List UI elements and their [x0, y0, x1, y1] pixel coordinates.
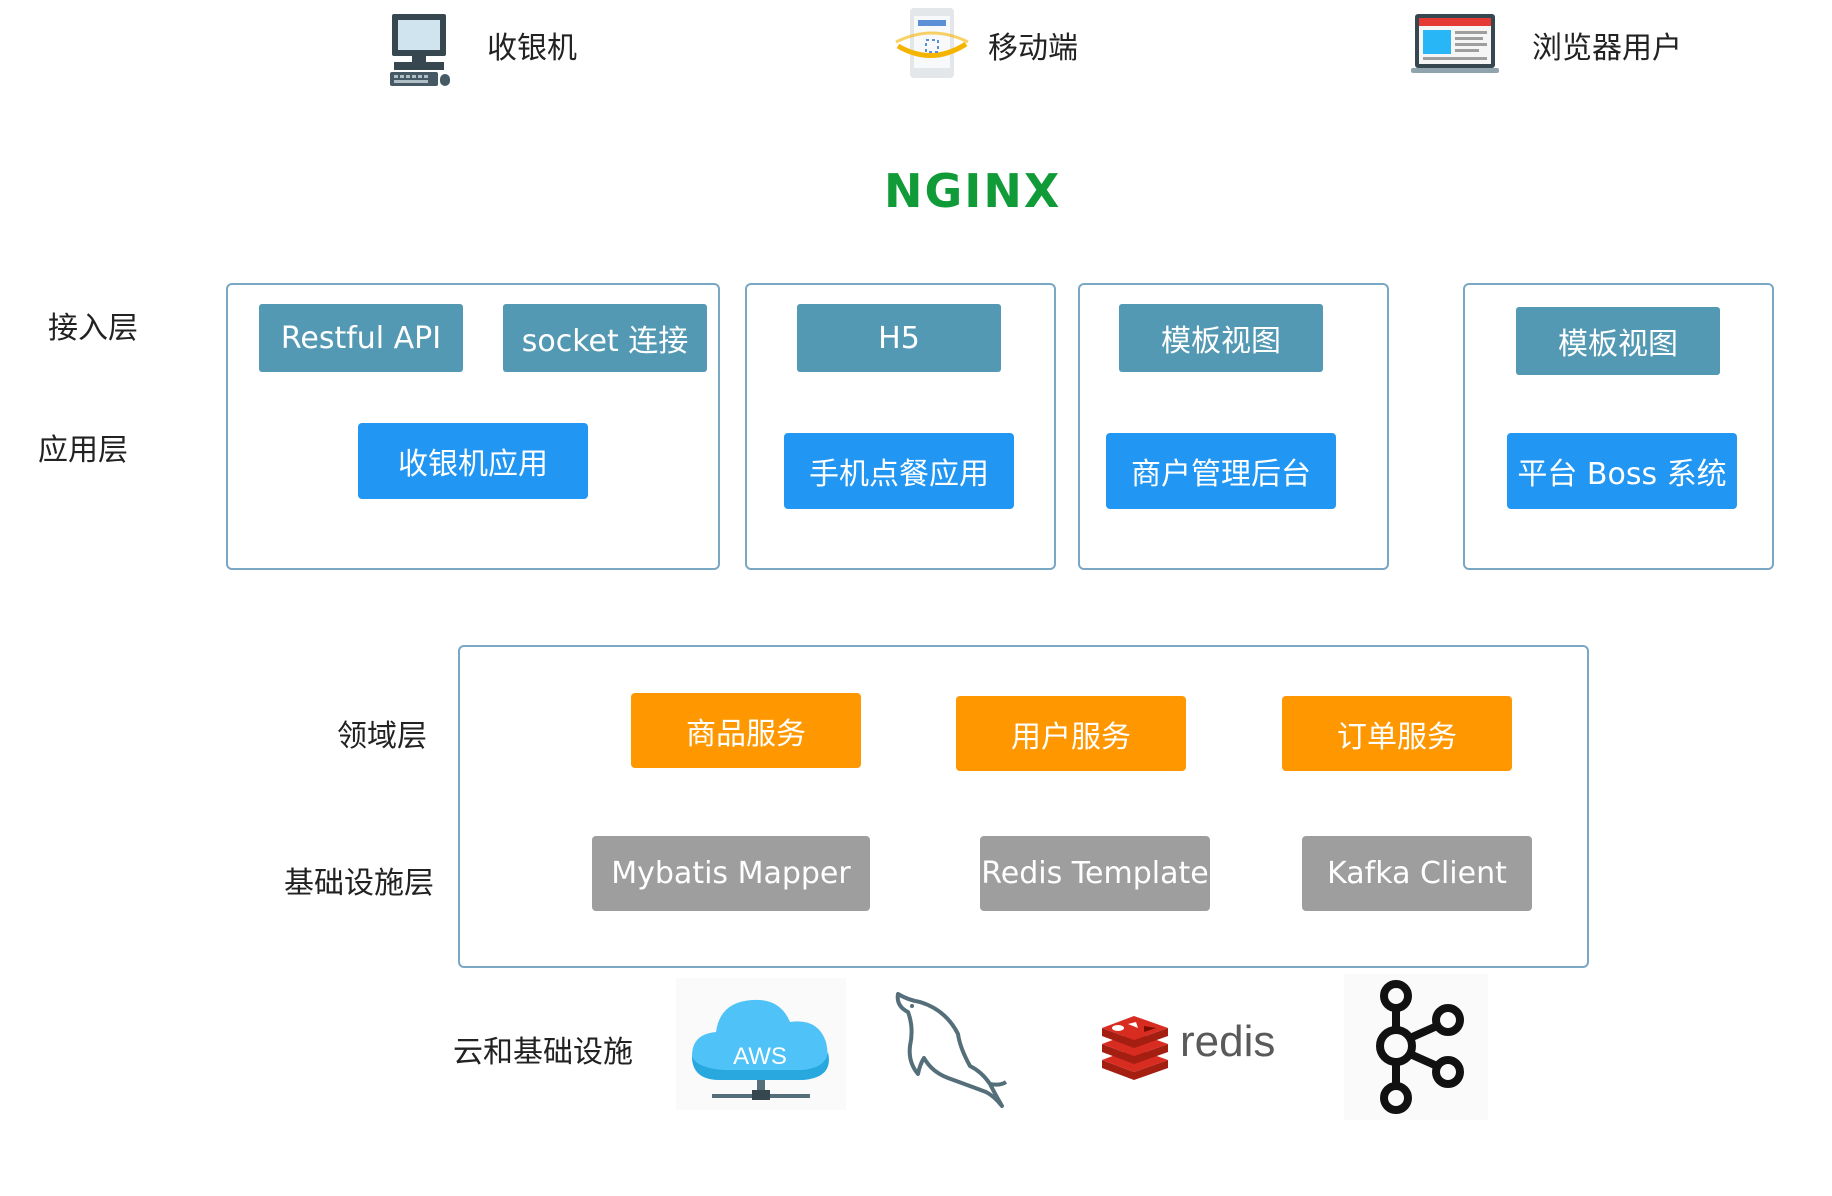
app-merchant-admin: 商户管理后台: [1106, 433, 1336, 509]
nginx-logo: NGINX: [884, 164, 1062, 218]
browser-window-icon: [1411, 12, 1499, 74]
infra-kafka-client: Kafka Client: [1302, 836, 1532, 911]
app-mobile-ordering: 手机点餐应用: [784, 433, 1014, 509]
mobile-device-icon: [892, 6, 972, 80]
access-h5: H5: [797, 304, 1001, 372]
app-cashier: 收银机应用: [358, 423, 588, 499]
client-cashier-label: 收银机: [487, 31, 577, 66]
computer-icon: [388, 12, 452, 88]
access-template-view-platform: 模板视图: [1516, 307, 1720, 375]
access-restful-api: Restful API: [259, 304, 463, 372]
redis-logo-text: redis: [1180, 1017, 1275, 1066]
redis-logo-icon: redis: [1098, 1006, 1288, 1082]
layer-domain-label: 领域层: [337, 719, 427, 754]
kafka-logo-icon: [1344, 974, 1488, 1120]
client-mobile-label: 移动端: [988, 31, 1078, 66]
service-order: 订单服务: [1282, 696, 1512, 771]
client-browser-label: 浏览器用户: [1532, 31, 1682, 66]
app-platform-boss: 平台 Boss 系统: [1507, 433, 1737, 509]
infra-mybatis-mapper: Mybatis Mapper: [592, 836, 870, 911]
mysql-dolphin-icon: [890, 988, 1010, 1108]
access-template-view-merchant: 模板视图: [1119, 304, 1323, 372]
access-socket: socket 连接: [503, 304, 707, 372]
aws-logo-text: AWS: [733, 1043, 787, 1070]
layer-infrastructure-label: 基础设施层: [284, 866, 434, 901]
service-user: 用户服务: [956, 696, 1186, 771]
layer-cloud-label: 云和基础设施: [453, 1035, 633, 1070]
service-product: 商品服务: [631, 693, 861, 768]
aws-cloud-icon: AWS: [676, 978, 846, 1110]
domain-infra-frame: [458, 645, 1589, 968]
layer-application-label: 应用层: [38, 433, 128, 468]
layer-access-label: 接入层: [48, 311, 138, 346]
infra-redis-template: Redis Template: [980, 836, 1210, 911]
